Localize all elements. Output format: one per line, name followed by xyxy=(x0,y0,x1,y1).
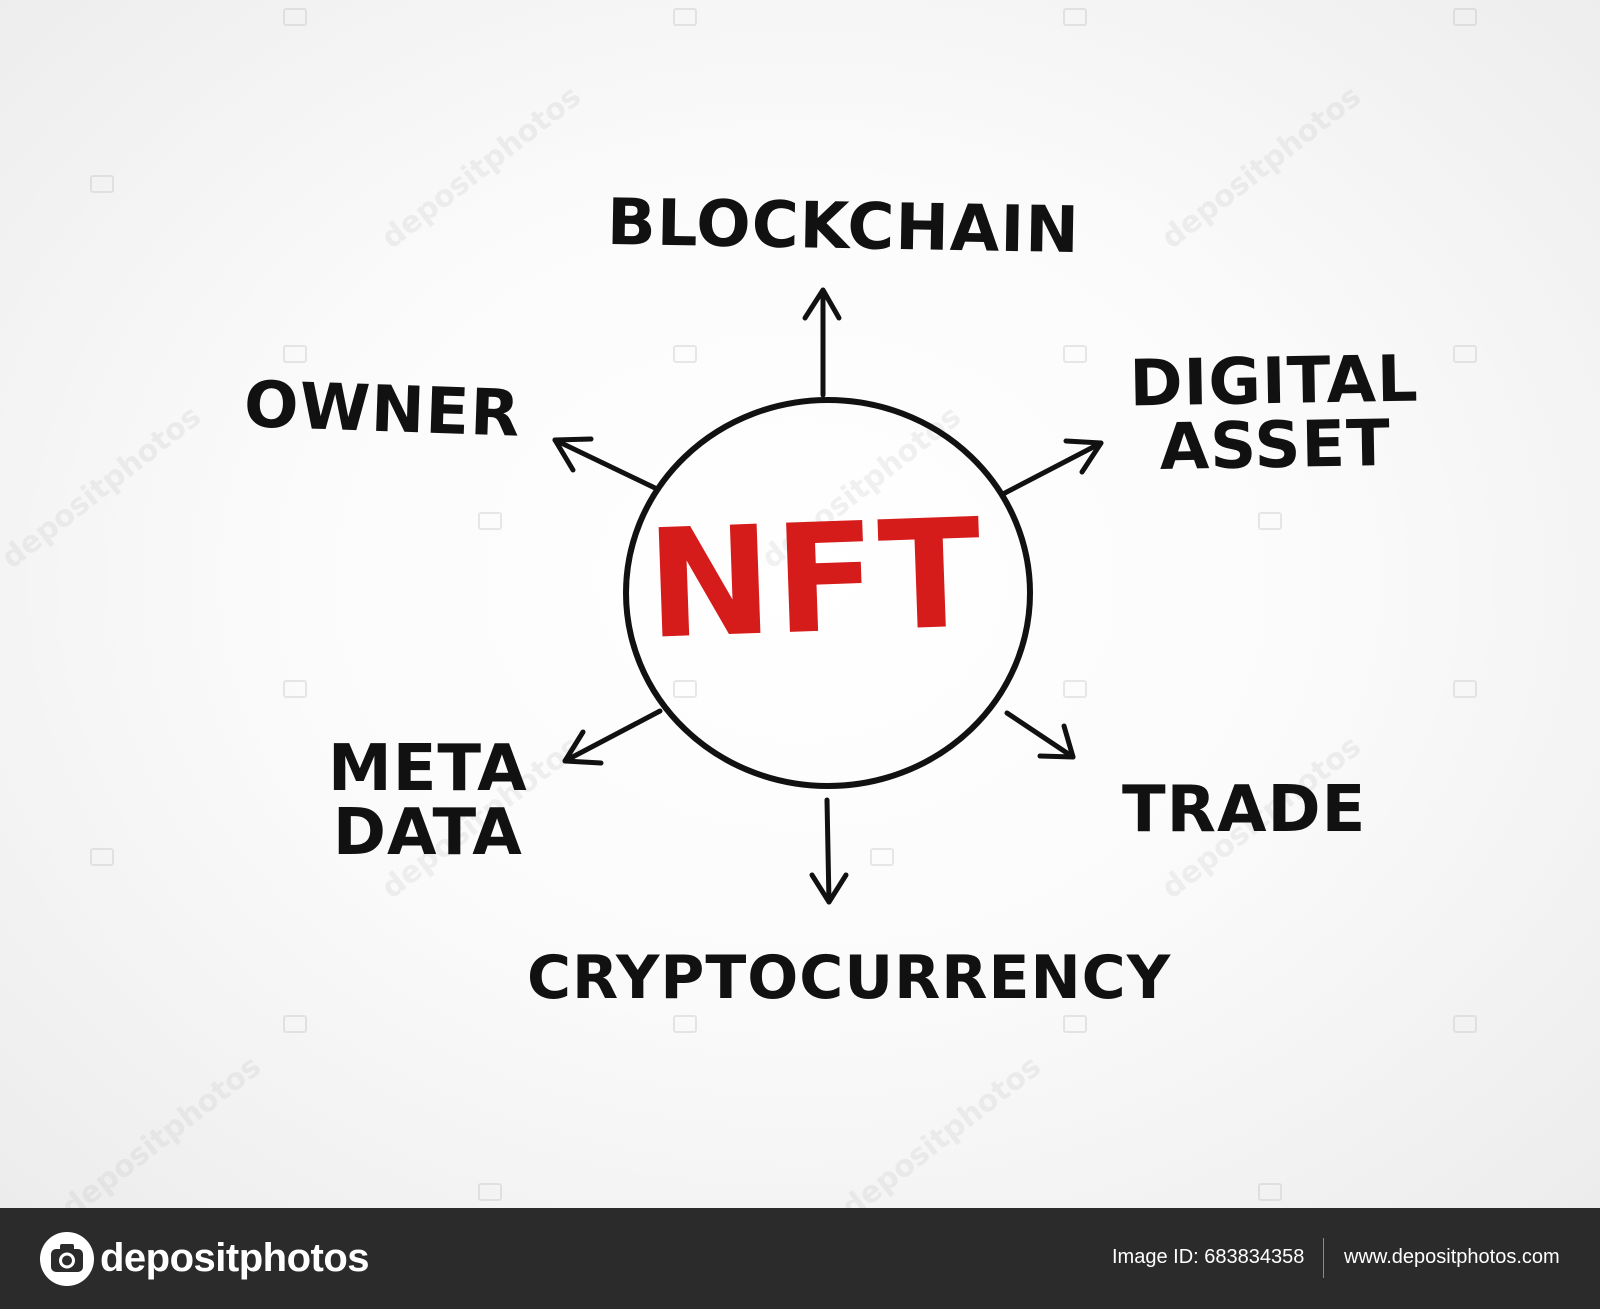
watermark-camera-icon xyxy=(478,1183,502,1201)
arrow-to-cryptocurrency xyxy=(809,797,849,905)
watermark-camera-icon xyxy=(283,1015,307,1033)
diagram-canvas: depositphotos depositphotos depositphoto… xyxy=(0,0,1600,1208)
watermark-camera-icon xyxy=(1258,512,1282,530)
watermark-camera-icon xyxy=(1453,1015,1477,1033)
watermark-camera-icon xyxy=(870,848,894,866)
watermark-camera-icon xyxy=(90,848,114,866)
watermark-camera-icon xyxy=(1063,1015,1087,1033)
site-url-link[interactable]: www.depositphotos.com xyxy=(1344,1246,1560,1268)
arrow-to-blockchain xyxy=(802,287,842,398)
watermark-camera-icon xyxy=(478,512,502,530)
watermark-camera-icon xyxy=(1453,680,1477,698)
node-label-blockchain: BLOCKCHAIN xyxy=(606,185,1081,269)
center-circle xyxy=(623,397,1033,789)
arrow-to-trade xyxy=(1004,710,1076,760)
watermark-camera-icon xyxy=(673,345,697,363)
camera-logo-icon[interactable] xyxy=(38,1230,96,1288)
footer-divider xyxy=(1323,1238,1324,1278)
watermark-camera-icon xyxy=(673,680,697,698)
watermark-camera-icon xyxy=(1063,345,1087,363)
node-label-line: META xyxy=(328,732,528,806)
node-label-owner: OWNER xyxy=(242,368,522,452)
watermark-camera-icon xyxy=(90,175,114,193)
watermark-camera-icon xyxy=(1453,8,1477,26)
arrow-to-owner xyxy=(552,436,658,491)
watermark-camera-icon xyxy=(673,1015,697,1033)
node-label-digital-asset: DIGITAL ASSET xyxy=(1128,342,1420,486)
node-label-line: ASSET xyxy=(1158,406,1392,486)
arrow-to-meta-data xyxy=(562,708,663,766)
node-label-line: DATA xyxy=(332,796,523,870)
watermark-camera-icon xyxy=(283,345,307,363)
mind-map-drawing xyxy=(552,287,1104,905)
watermark-camera-icon xyxy=(1063,8,1087,26)
watermark-camera-icon xyxy=(1063,680,1087,698)
watermark-camera-icon xyxy=(283,680,307,698)
image-id-text: Image ID: 683834358 xyxy=(1112,1246,1305,1268)
arrow-to-digital-asset xyxy=(1000,438,1104,497)
node-label-cryptocurrency: CRYPTOCURRENCY xyxy=(527,943,1172,1013)
watermark-camera-icon xyxy=(1258,1183,1282,1201)
node-label-meta-data: META DATA xyxy=(328,737,528,865)
node-label-trade: TRADE xyxy=(1122,773,1367,847)
watermark-camera-icon xyxy=(1453,345,1477,363)
watermark-camera-icon xyxy=(283,8,307,26)
brand-logo-text[interactable]: depositphotos xyxy=(100,1236,370,1280)
footer-bar: depositphotos Image ID: 683834358 www.de… xyxy=(0,1208,1600,1309)
node-label-line: DIGITAL xyxy=(1128,342,1420,422)
watermark-camera-icon xyxy=(673,8,697,26)
center-label: NFT xyxy=(643,487,987,673)
